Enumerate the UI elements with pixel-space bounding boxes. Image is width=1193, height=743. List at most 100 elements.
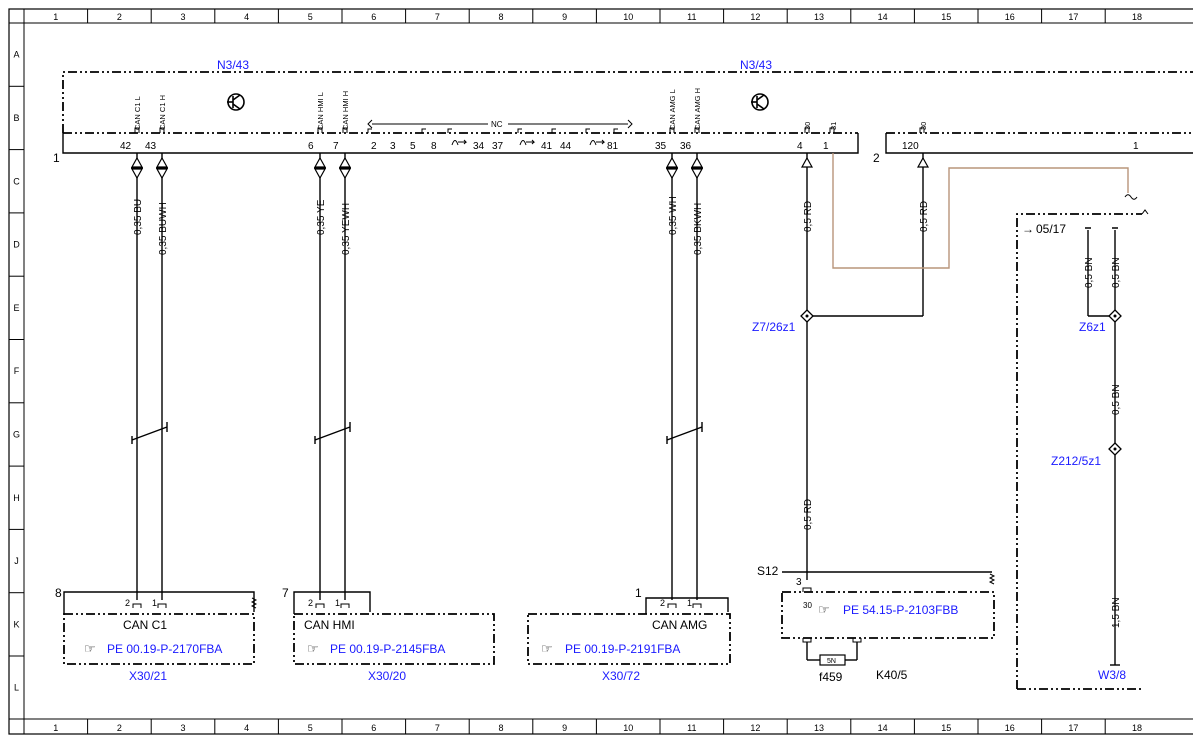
- module-label-left: N3/43: [217, 58, 249, 72]
- connector-number-right: 2: [873, 151, 880, 165]
- pin-number: 1: [823, 141, 829, 152]
- grid-column-label: 10: [623, 12, 633, 22]
- connector-x30-72: [527, 597, 731, 665]
- connector-x30-21: [63, 591, 258, 665]
- grid-row-label: K: [13, 619, 19, 629]
- pin-number: 42: [120, 141, 132, 152]
- grid-column-label: 11: [687, 12, 696, 22]
- nc-bridge-symbols: [451, 139, 606, 146]
- control-module-n3-43: [62, 71, 1193, 154]
- grid-column-label: 3: [180, 12, 185, 22]
- connector-title: CAN C1: [123, 618, 167, 632]
- connector-id: X30/21: [129, 669, 167, 683]
- pin-label-can-hmi-h: CAN HMI H: [341, 91, 350, 130]
- splice-diamond: [1108, 309, 1122, 323]
- power-wire-runs: [806, 153, 924, 580]
- connector-ref-link[interactable]: PE 00.19-P-2170FBA: [107, 642, 222, 656]
- transistor-icon: [227, 93, 245, 111]
- pin-label-can-c1-l: CAN C1 L: [133, 96, 142, 130]
- wire-label: 0,5 BN: [1084, 257, 1095, 288]
- wire-connector-symbol: [313, 156, 327, 180]
- pin-number: 43: [145, 141, 157, 152]
- pin-label-can-c1-h: CAN C1 H: [158, 95, 167, 130]
- fuse-box-ref-link[interactable]: PE 54.15-P-2103FBB: [843, 603, 958, 617]
- wire-label: 0,5 RD: [919, 201, 930, 232]
- grid-row-label: H: [13, 493, 20, 503]
- grid-column-label: 13: [814, 12, 824, 22]
- pin-label-31: 31: [829, 122, 838, 130]
- grid-column-label: 3: [180, 723, 185, 733]
- connector-number: 1: [635, 586, 642, 600]
- connector-id: X30/20: [368, 669, 406, 683]
- fuse-box-s12: S12: [757, 564, 779, 578]
- pin-number: 120: [902, 141, 919, 152]
- splice-diamond: [1108, 442, 1122, 456]
- module-pin-arrow: [800, 156, 930, 168]
- hand-pointer-icon: ☞: [541, 641, 553, 656]
- grid-column-label: 9: [562, 12, 567, 22]
- shield-wire: [832, 153, 1129, 269]
- nc-pin-number: 37: [492, 141, 504, 152]
- splice-diamond: [800, 309, 814, 323]
- connector-number: 7: [282, 586, 289, 600]
- grid-row-label: F: [14, 366, 20, 376]
- nc-pin-number: 81: [607, 141, 619, 152]
- relay-id: K40/5: [876, 668, 908, 682]
- fuse-relay-box: [781, 571, 996, 661]
- pin-number: 6: [308, 141, 314, 152]
- nc-pin-number: 44: [560, 141, 572, 152]
- hand-pointer-icon: ☞: [84, 641, 96, 656]
- wire-label: 0,35 YEWH: [341, 203, 352, 255]
- grid-column-label: 17: [1068, 12, 1078, 22]
- grid-column-label: 4: [244, 12, 249, 22]
- grid-column-label: 12: [750, 12, 760, 22]
- connector-pin: 1: [687, 598, 692, 608]
- wire-connector-symbol: [155, 156, 169, 180]
- transistor-icon: [751, 93, 769, 111]
- nc-pin-number: 34: [473, 141, 485, 152]
- grid-row-label: D: [13, 240, 20, 250]
- reference-arrow-label: →: [1022, 222, 1034, 236]
- grid-column-label: 2: [117, 723, 122, 733]
- grid-column-label: 17: [1068, 723, 1078, 733]
- can-wire-runs: [136, 153, 698, 600]
- wire-connector-symbol: [690, 156, 704, 180]
- connector-title: CAN AMG: [652, 618, 707, 632]
- connector-title: CAN HMI: [304, 618, 355, 632]
- grid-column-label: 16: [1005, 723, 1015, 733]
- connector-pin: 1: [152, 598, 157, 608]
- pin-label-can-amg-h: CAN AMG H: [693, 88, 702, 130]
- splice-label-z212: Z212/5z1: [1051, 454, 1101, 468]
- grid-row-label: L: [14, 683, 19, 693]
- connector-pin: 2: [660, 598, 665, 608]
- nc-pin-number: 8: [431, 141, 437, 152]
- connector-number-left: 1: [53, 151, 60, 165]
- pin-number: 35: [655, 141, 667, 152]
- fuse-box-pin: 30: [803, 601, 812, 610]
- grid-row-label: E: [13, 303, 19, 313]
- pin-label-30: 30: [803, 122, 812, 130]
- connector-ref-link[interactable]: PE 00.19-P-2191FBA: [565, 642, 680, 656]
- grid-column-label: 7: [435, 723, 440, 733]
- connector-pin: 2: [308, 598, 313, 608]
- sheet-frame: [8, 8, 1193, 735]
- nc-pin-number: 5: [410, 141, 416, 152]
- grid-column-label: 10: [623, 723, 633, 733]
- connector-id: X30/72: [602, 669, 640, 683]
- fuse-icon: [819, 654, 846, 666]
- connector-pin: 1: [335, 598, 340, 608]
- grid-column-label: 1: [53, 723, 58, 733]
- connector-ref-link[interactable]: PE 00.19-P-2145FBA: [330, 642, 445, 656]
- grid-column-label: 13: [814, 723, 824, 733]
- fuse-box-pin: 3: [796, 577, 802, 588]
- grid-row-label: A: [13, 50, 19, 60]
- grid-column-label: 5: [308, 723, 313, 733]
- grid-column-label: 1: [53, 12, 58, 22]
- module-label-right: N3/43: [740, 58, 772, 72]
- grid-column-label: 4: [244, 723, 249, 733]
- grid-column-label: 2: [117, 12, 122, 22]
- wire-label: 0,35 BUWH: [158, 202, 169, 255]
